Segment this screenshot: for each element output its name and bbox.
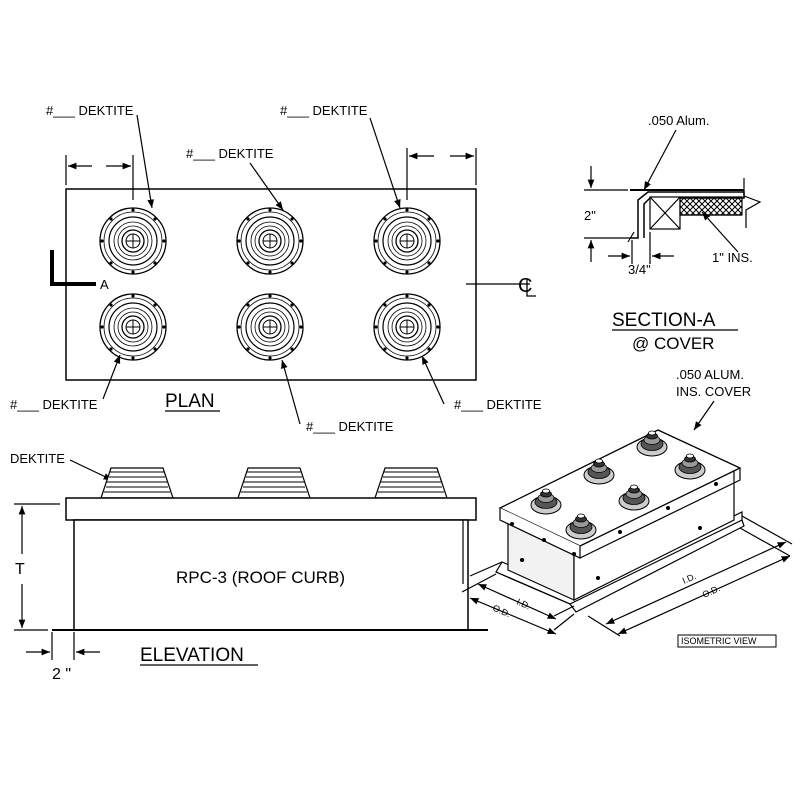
dektite-boot-icon	[373, 293, 441, 361]
section-subtitle: @ COVER	[632, 334, 714, 353]
section-title: SECTION-A	[612, 310, 716, 331]
section-a-detail: .050 Alum. 2" 3/4" 1" INS. SECTION-A @ C	[584, 113, 762, 353]
elevation-height-dim: T	[15, 561, 25, 578]
dektite-boot-icon	[236, 207, 304, 275]
elevation-curb-label: RPC-3 (ROOF CURB)	[176, 568, 345, 587]
elevation-title: ELEVATION	[140, 645, 244, 666]
plan-edge-dimension-right	[406, 148, 477, 200]
elevation-cover	[65, 497, 477, 521]
dektite-boot-icon	[99, 207, 167, 275]
centerline-c: C	[518, 275, 532, 297]
plan-edge-dimension-left	[65, 155, 134, 200]
elevation-curb-body	[73, 519, 469, 631]
dektite-label-bot-right: #___ DEKTITE	[454, 397, 542, 412]
iso-cover-label-2: INS. COVER	[676, 384, 751, 399]
section-width-dim: 3/4"	[628, 262, 651, 277]
dektite-label-top-mid: #___ DEKTITE	[186, 146, 274, 161]
elevation-dektite-label: DEKTITE	[10, 451, 65, 466]
dektite-label-top-right: #___ DEKTITE	[280, 103, 368, 118]
plan-view: #___ DEKTITE #___ DEKTITE #___ DEKTITE #…	[10, 103, 542, 434]
section-alum-label: .050 Alum.	[648, 113, 709, 128]
iso-view-label: ISOMETRIC VIEW	[681, 636, 757, 646]
iso-od-left: O.D.	[491, 603, 512, 620]
iso-cover-label-1: .050 ALUM.	[676, 367, 744, 382]
dektite-label-top-left: #___ DEKTITE	[46, 103, 134, 118]
dektite-boot-elevation-icon	[374, 467, 448, 499]
dektite-boot-elevation-icon	[100, 467, 174, 499]
section-marker-label: A	[100, 277, 109, 292]
iso-id-left: I.D.	[515, 597, 532, 612]
dektite-boot-elevation-icon	[237, 467, 311, 499]
iso-od-right: O.D.	[701, 583, 722, 600]
centerline-marker: C	[466, 275, 536, 297]
elevation-view: DEKTITE RPC-3 (ROOF CURB) T 2 " ELEVATIO…	[10, 451, 488, 683]
dektite-label-bot-mid: #___ DEKTITE	[306, 419, 394, 434]
section-height-dim: 2"	[584, 208, 596, 223]
isometric-view: .050 ALUM. INS. COVER	[461, 367, 793, 648]
elevation-flange-dim: 2 "	[52, 666, 71, 683]
dektite-boot-icon	[99, 293, 167, 361]
dektite-boot-icon	[373, 207, 441, 275]
plan-title: PLAN	[165, 391, 215, 412]
section-a-marker: A	[50, 250, 109, 292]
section-insulation-label: 1" INS.	[712, 250, 753, 265]
dektite-boot-icon	[236, 293, 304, 361]
dektite-label-bot-left: #___ DEKTITE	[10, 397, 98, 412]
